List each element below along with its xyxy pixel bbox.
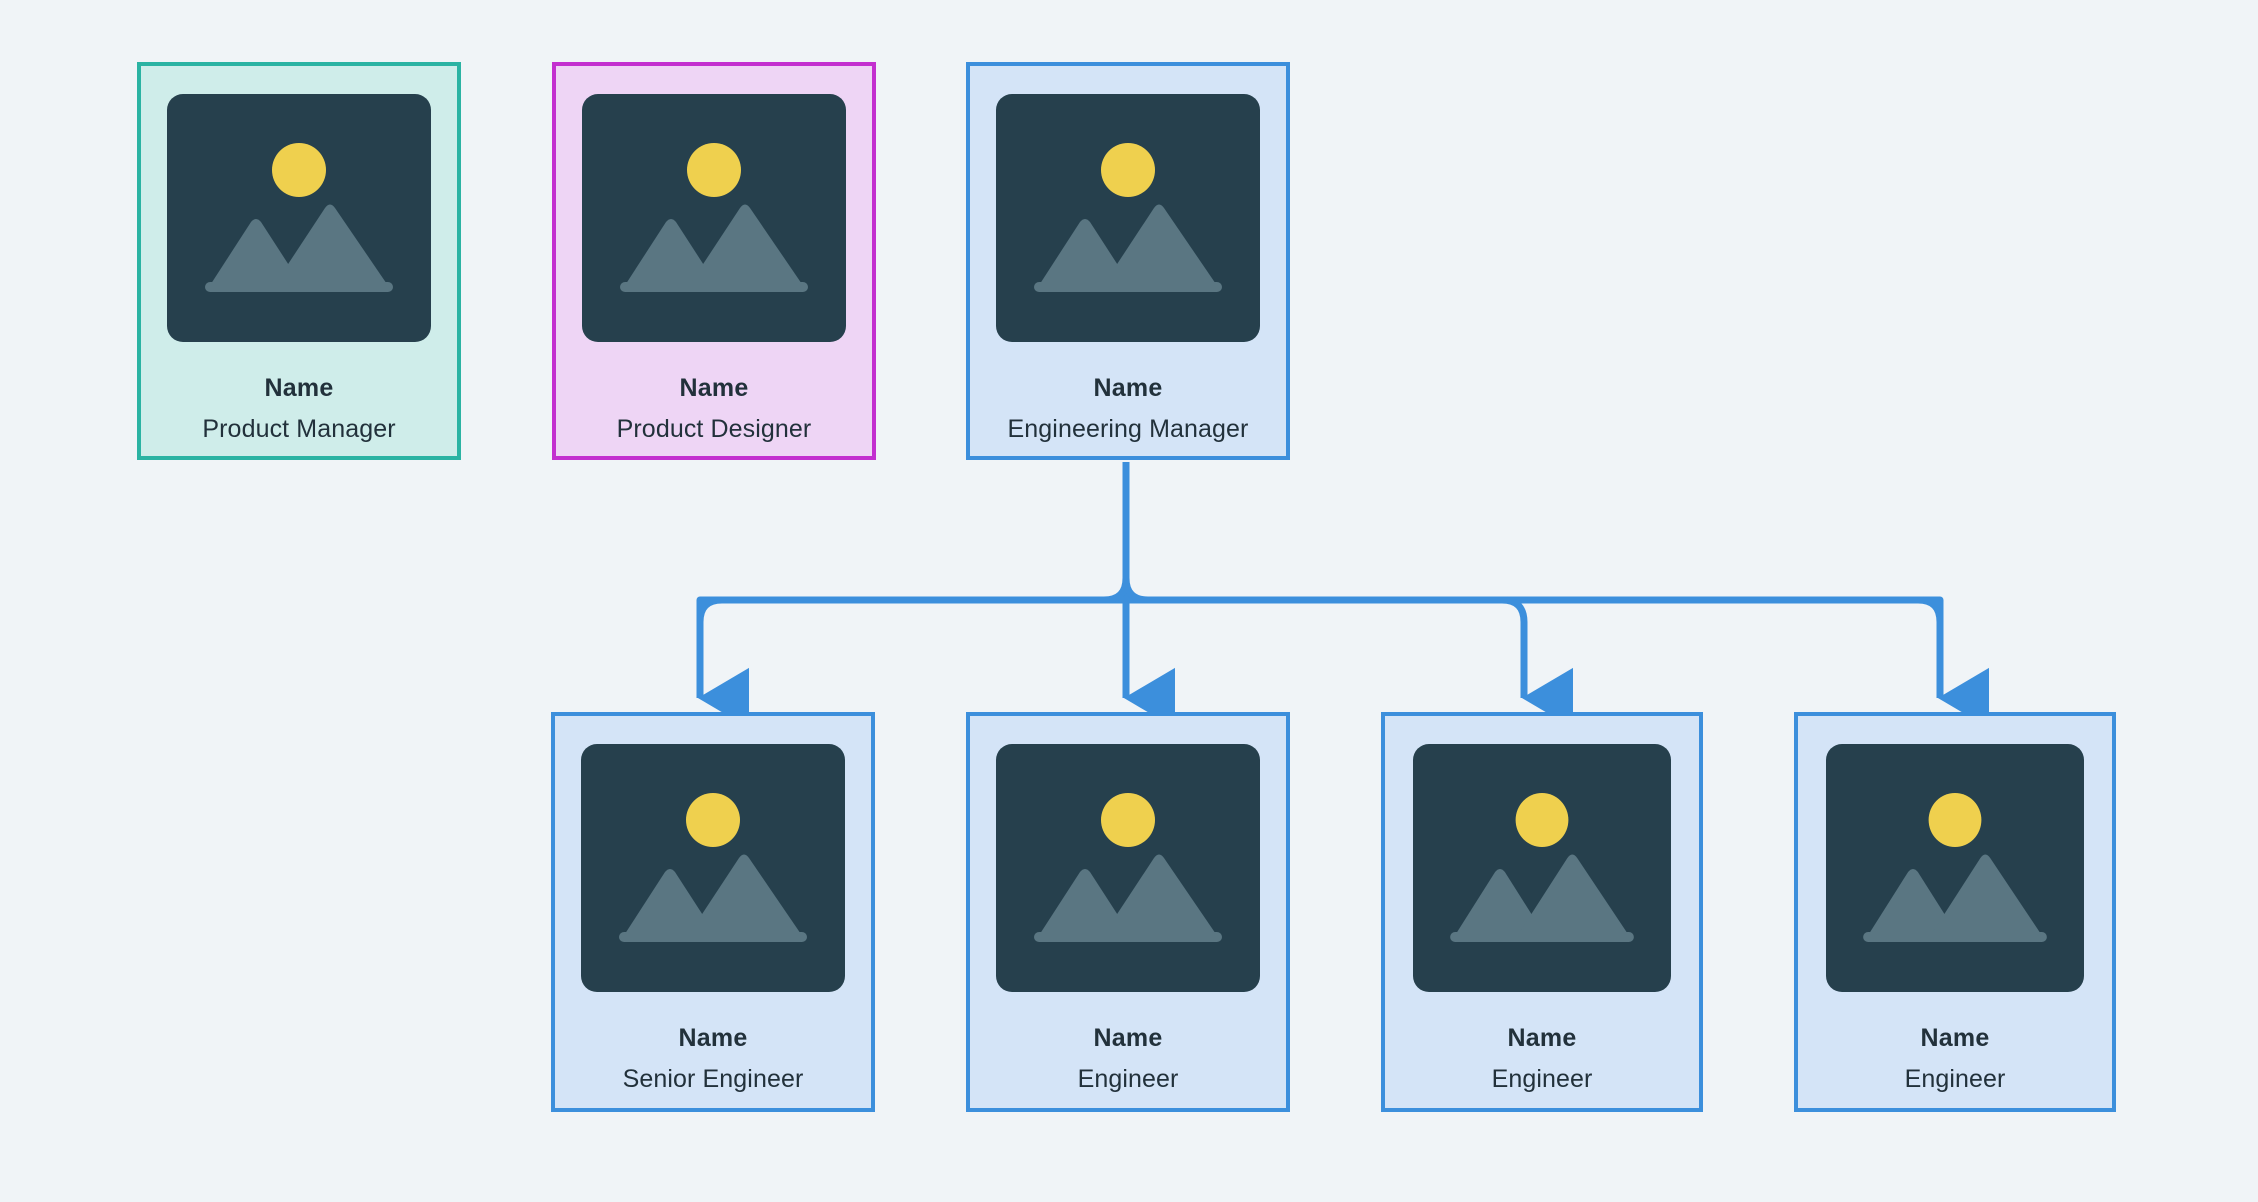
mountain-icon <box>1452 869 1548 940</box>
mountain-icon <box>1100 854 1220 940</box>
org-card-engineer-2[interactable]: Name Engineer <box>1381 712 1703 1112</box>
mountain-icon <box>686 204 806 290</box>
card-person-role-senior-engineer: Senior Engineer <box>622 1065 804 1093</box>
image-placeholder-icon-product-designer <box>582 94 846 342</box>
org-card-engineer-1[interactable]: Name Engineer <box>966 712 1290 1112</box>
image-placeholder-icon-senior-engineer <box>581 744 845 992</box>
org-card-engineer-3[interactable]: Name Engineer <box>1794 712 2116 1112</box>
image-placeholder-icon-engineering-manager <box>996 94 1260 342</box>
mountain-base <box>619 932 807 942</box>
card-person-name-engineer-3: Name <box>1920 1024 1990 1052</box>
card-text-block: Name Engineering Manager <box>970 376 1286 442</box>
card-text-block: Name Engineer <box>1385 1026 1699 1092</box>
card-text-block: Name Engineer <box>970 1026 1286 1092</box>
org-card-product-designer[interactable]: Name Product Designer <box>552 62 876 460</box>
mountain-icon <box>1865 869 1961 940</box>
card-text-block: Name Product Manager <box>141 376 457 442</box>
card-person-name-product-designer: Name <box>679 374 749 402</box>
mountain-icon <box>1514 854 1632 940</box>
mountain-icon <box>1036 219 1134 290</box>
card-person-name-engineer-2: Name <box>1507 1024 1577 1052</box>
sun-circle-icon <box>1101 143 1155 197</box>
image-placeholder-icon-product-manager <box>167 94 431 342</box>
mountain-base <box>205 282 393 292</box>
edge-trunk-fillet <box>1103 577 1149 604</box>
mountain-icon <box>621 869 719 940</box>
sun-circle-icon <box>686 793 740 847</box>
sun-circle-icon <box>1928 793 1982 847</box>
card-text-block: Name Product Designer <box>556 376 872 442</box>
mountain-icon <box>207 219 305 290</box>
sun-circle-icon <box>1101 793 1155 847</box>
edge-bus <box>696 596 1944 622</box>
mountain-icon <box>271 204 391 290</box>
card-person-role-product-designer: Product Designer <box>616 415 812 443</box>
card-person-name-product-manager: Name <box>264 374 334 402</box>
edge-bus-rounded <box>696 596 1944 640</box>
mountain-base <box>1450 932 1634 942</box>
card-person-role-engineer-3: Engineer <box>1904 1065 2006 1093</box>
card-person-role-engineering-manager: Engineering Manager <box>1007 415 1249 443</box>
mountain-icon <box>1927 854 2045 940</box>
card-text-block: Name Senior Engineer <box>555 1026 871 1092</box>
sun-circle-icon <box>687 143 741 197</box>
org-card-engineering-manager[interactable]: Name Engineering Manager <box>966 62 1290 460</box>
sun-circle-icon <box>1515 793 1569 847</box>
mountain-icon <box>1100 204 1220 290</box>
mountain-icon <box>622 219 720 290</box>
image-placeholder-icon-engineer-2 <box>1413 744 1671 992</box>
card-person-name-engineer-1: Name <box>1093 1024 1163 1052</box>
mountain-base <box>620 282 808 292</box>
edge-arrow-engineer-2-corner <box>1501 596 1528 623</box>
card-person-role-engineer-2: Engineer <box>1491 1065 1593 1093</box>
org-card-senior-engineer[interactable]: Name Senior Engineer <box>551 712 875 1112</box>
image-placeholder-icon-engineer-1 <box>996 744 1260 992</box>
mountain-base <box>1034 932 1222 942</box>
card-person-name-senior-engineer: Name <box>678 1024 748 1052</box>
mountain-base <box>1863 932 2047 942</box>
image-placeholder-icon-engineer-3 <box>1826 744 2084 992</box>
mountain-icon <box>1036 869 1134 940</box>
org-card-product-manager[interactable]: Name Product Manager <box>137 62 461 460</box>
mountain-base <box>1034 282 1222 292</box>
card-person-name-engineering-manager: Name <box>1093 374 1163 402</box>
card-person-role-engineer-1: Engineer <box>1077 1065 1179 1093</box>
card-person-role-product-manager: Product Manager <box>202 415 396 443</box>
card-text-block: Name Engineer <box>1798 1026 2112 1092</box>
sun-circle-icon <box>272 143 326 197</box>
mountain-icon <box>685 854 805 940</box>
